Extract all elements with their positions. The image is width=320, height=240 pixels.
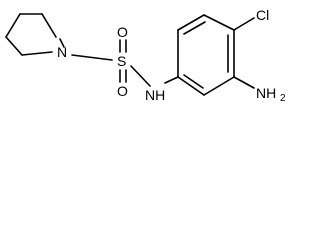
s-nh-bond xyxy=(130,65,151,87)
oxygen-top-label: O xyxy=(117,24,128,40)
c-cl-bond xyxy=(233,17,255,31)
nh-ring-bond xyxy=(164,76,179,84)
sulfonamide-nh-label: NH xyxy=(145,87,165,103)
amine-subscript: 2 xyxy=(280,93,286,104)
benzene-bond xyxy=(203,76,235,96)
chlorine-label: Cl xyxy=(256,7,269,23)
ring-bond xyxy=(59,38,65,48)
sulfur-label: S xyxy=(117,53,126,69)
oxygen-bottom-label: O xyxy=(117,83,128,99)
benzene-bond xyxy=(203,14,235,31)
ring-bond xyxy=(5,36,23,56)
ring-bond xyxy=(21,51,53,56)
benzene-bond xyxy=(177,76,205,96)
ring-bond xyxy=(41,13,57,38)
ring-bond xyxy=(5,13,21,38)
benzene-bond xyxy=(183,21,206,35)
structure-diagram: N S O O NH Cl NH 2 xyxy=(5,7,286,104)
amine-label: NH xyxy=(256,85,276,101)
bonds xyxy=(5,13,255,96)
benzene-bond xyxy=(183,74,204,89)
c-nh2-bond xyxy=(233,76,255,89)
pyrrolidine-nitrogen-label: N xyxy=(57,44,67,60)
atom-labels: N S O O NH Cl NH 2 xyxy=(57,7,286,104)
n-s-bond xyxy=(71,54,113,61)
benzene-bond xyxy=(177,14,205,31)
